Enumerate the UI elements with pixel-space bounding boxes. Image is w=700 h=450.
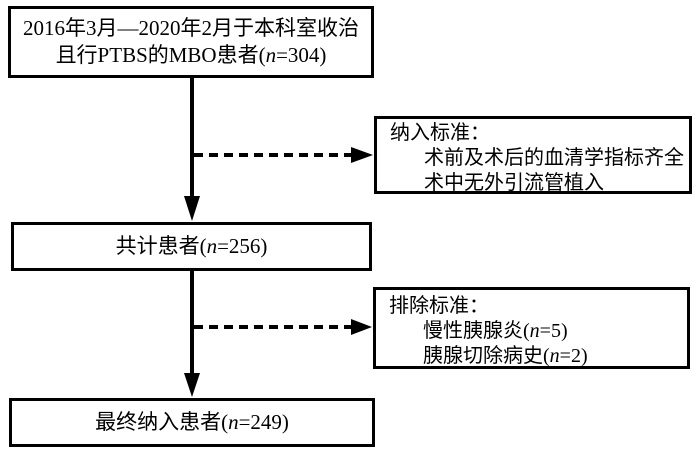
arrowhead-down-total xyxy=(184,196,200,221)
flow-box-inclusion-criteria: 纳入标准： 术前及术后的血清学指标齐全 术中无外引流管植入 xyxy=(374,116,692,194)
initial-patients-line1: 2016年3月—2020年2月于本科室收治 xyxy=(23,16,359,40)
inclusion-criteria-item2: 术中无外引流管植入 xyxy=(424,172,604,194)
arrowhead-down-final xyxy=(184,373,200,397)
exclusion-criteria-item1: 慢性胰腺炎(n=5) xyxy=(423,320,568,342)
flow-box-final-patients: 最终纳入患者(n=249) xyxy=(9,398,375,447)
final-patients-label: 最终纳入患者(n=249) xyxy=(95,410,289,434)
exclusion-criteria-item2: 胰腺切除病史(n=2) xyxy=(423,345,588,367)
initial-patients-line2: 且行PTBS的MBO患者(n=304) xyxy=(55,43,327,67)
flow-box-initial-patients: 2016年3月—2020年2月于本科室收治 且行PTBS的MBO患者(n=304… xyxy=(8,6,374,78)
inclusion-criteria-title: 纳入标准： xyxy=(390,122,490,144)
flow-box-total-patients: 共计患者(n=256) xyxy=(11,222,372,271)
flow-box-exclusion-criteria: 排除标准： 慢性胰腺炎(n=5) 胰腺切除病史(n=2) xyxy=(373,287,690,369)
arrowhead-right-inclusion xyxy=(351,147,373,163)
exclusion-criteria-title: 排除标准： xyxy=(389,295,489,317)
inclusion-criteria-item1: 术前及术后的血清学指标齐全 xyxy=(424,147,684,169)
total-patients-label: 共计患者(n=256) xyxy=(115,234,268,258)
arrowhead-right-exclusion xyxy=(351,319,372,335)
